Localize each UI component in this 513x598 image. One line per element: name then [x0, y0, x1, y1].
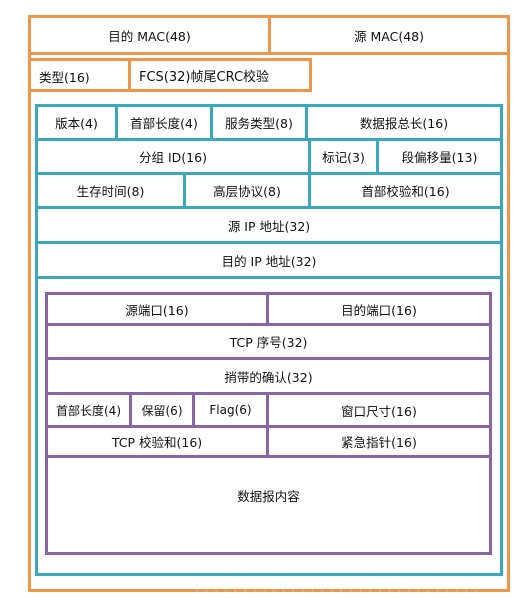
ethernet-fcs: FCS(32)帧尾CRC校验 [128, 58, 312, 92]
tcp-src-port-label: 源端口(16) [125, 302, 189, 318]
ip-ttl-label: 生存时间(8) [76, 184, 145, 199]
ip-version: 版本(4) [35, 104, 118, 141]
tcp-checksum: TCP 校验和(16) [45, 425, 269, 458]
tcp-window-size: 窗口尺寸(16) [266, 392, 492, 428]
ip-fragment-offset: 段偏移量(13) [376, 138, 503, 175]
ip-flags: 标记(3) [308, 138, 379, 175]
tcp-reserved: 保留(6) [129, 392, 195, 428]
ip-total-length: 数据报总长(16) [305, 104, 503, 141]
watermark: · · · · · · · · · · · · · · · · · · · · … [195, 584, 480, 598]
tcp-src-port: 源端口(16) [45, 292, 269, 326]
tcp-reserved-label: 保留(6) [141, 403, 183, 418]
ethernet-src-mac: 源 MAC(48) [268, 15, 510, 55]
tcp-flag-label: Flag(6) [209, 403, 252, 417]
ip-src-address-label: 源 IP 地址(32) [227, 218, 311, 234]
ip-protocol: 高层协议(8) [183, 172, 311, 209]
tcp-seq-number: TCP 序号(32) [45, 323, 492, 360]
ip-service-type-label: 服务类型(8) [225, 116, 293, 131]
tcp-urgent-pointer-label: 紧急指针(16) [341, 435, 417, 450]
tcp-header-length: 首部长度(4) [45, 392, 132, 428]
tcp-dst-port: 目的端口(16) [266, 292, 492, 326]
tcp-data-payload-label: 数据报内容 [237, 489, 300, 504]
tcp-data-payload: 数据报内容 [45, 455, 492, 555]
ip-dst-address: 目的 IP 地址(32) [35, 241, 503, 279]
ip-version-label: 版本(4) [55, 116, 98, 131]
tcp-ack-number: 捎带的确认(32) [45, 357, 492, 395]
tcp-checksum-label: TCP 校验和(16) [111, 435, 203, 450]
ip-ttl: 生存时间(8) [35, 172, 186, 209]
tcp-seq-number-label: TCP 序号(32) [229, 335, 308, 350]
tcp-dst-port-label: 目的端口(16) [341, 302, 417, 318]
ethernet-type: 类型(16) [28, 58, 131, 92]
ip-fragment-offset-label: 段偏移量(13) [401, 150, 478, 165]
tcp-window-size-label: 窗口尺寸(16) [341, 403, 417, 419]
ip-header-checksum-label: 首部校验和(16) [361, 184, 450, 199]
ethernet-type-label: 类型(16) [39, 70, 90, 85]
ip-header-length: 首部长度(4) [115, 104, 213, 141]
ip-header-checksum: 首部校验和(16) [308, 172, 503, 209]
ip-service-type: 服务类型(8) [210, 104, 308, 141]
ip-header-length-label: 首部长度(4) [130, 116, 198, 131]
ip-group-id-label: 分组 ID(16) [139, 150, 207, 165]
ethernet-dst-mac-label: 目的 MAC(48) [108, 28, 191, 44]
ip-src-address: 源 IP 地址(32) [35, 206, 503, 244]
tcp-ack-number-label: 捎带的确认(32) [224, 369, 313, 385]
tcp-urgent-pointer: 紧急指针(16) [266, 425, 492, 458]
ethernet-dst-mac: 目的 MAC(48) [28, 15, 271, 55]
ip-group-id: 分组 ID(16) [35, 138, 311, 175]
ethernet-src-mac-label: 源 MAC(48) [354, 28, 424, 44]
ip-protocol-label: 高层协议(8) [213, 184, 281, 199]
ethernet-fcs-label: FCS(32)帧尾CRC校验 [139, 69, 270, 85]
ip-flags-label: 标记(3) [322, 150, 365, 165]
ip-total-length-label: 数据报总长(16) [359, 116, 449, 131]
ip-dst-address-label: 目的 IP 地址(32) [221, 253, 317, 269]
tcp-flag: Flag(6) [192, 392, 269, 428]
tcp-header-length-label: 首部长度(4) [56, 403, 121, 418]
